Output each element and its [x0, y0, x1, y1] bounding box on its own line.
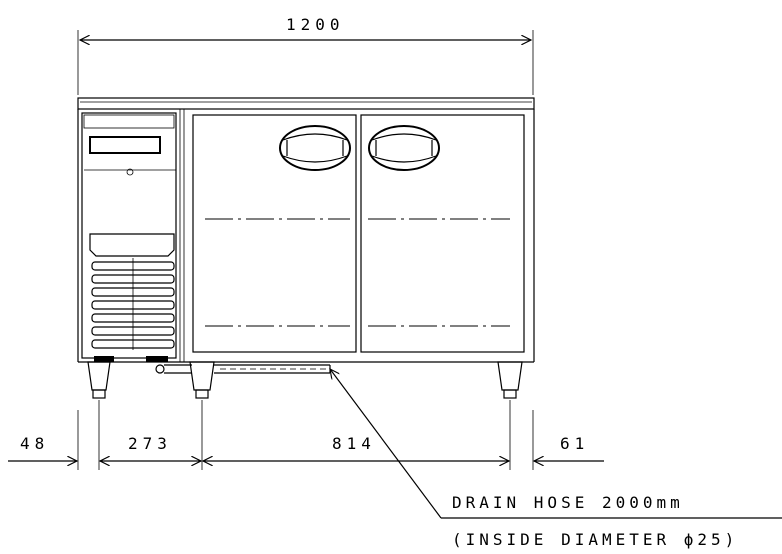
overall-width-label: 1200: [286, 15, 345, 34]
dimension-273: 273: [100, 434, 201, 461]
counter-top: [77, 97, 535, 110]
handle-icon: [368, 125, 440, 171]
dimension-814-label: 814: [332, 434, 376, 453]
indicator-light: [126, 168, 134, 176]
vent-grille-icon: [91, 258, 175, 350]
compartment-foot-right: [146, 356, 168, 362]
compartment-foot-left: [94, 356, 114, 362]
drain-hose-note: DRAIN HOSE 2000mm: [452, 493, 684, 512]
cabinet-body: [77, 109, 535, 363]
dimension-273-label: 273: [128, 434, 172, 453]
legs: [87, 361, 523, 399]
drain-hose-callout: DRAIN HOSE 2000mm (INSIDE DIAMETER ϕ25): [330, 369, 782, 549]
left-door: [192, 114, 357, 353]
control-panel-display: [89, 136, 161, 154]
grille-cover: [89, 233, 175, 257]
dimension-61-label: 61: [560, 434, 589, 453]
dimension-48-label: 48: [20, 434, 49, 453]
drain-hose: [155, 364, 331, 374]
arrow-icon: [330, 369, 442, 519]
dimension-48: 48: [8, 434, 77, 461]
handle-icon: [279, 125, 351, 171]
machine-compartment: [81, 112, 177, 362]
dimension-61: 61: [534, 434, 604, 461]
drain-hose-diameter-note: (INSIDE DIAMETER ϕ25): [452, 530, 738, 549]
right-door: [360, 114, 525, 353]
dimension-814: 814: [203, 434, 509, 461]
overall-width-dimension: 1200: [77, 15, 534, 95]
